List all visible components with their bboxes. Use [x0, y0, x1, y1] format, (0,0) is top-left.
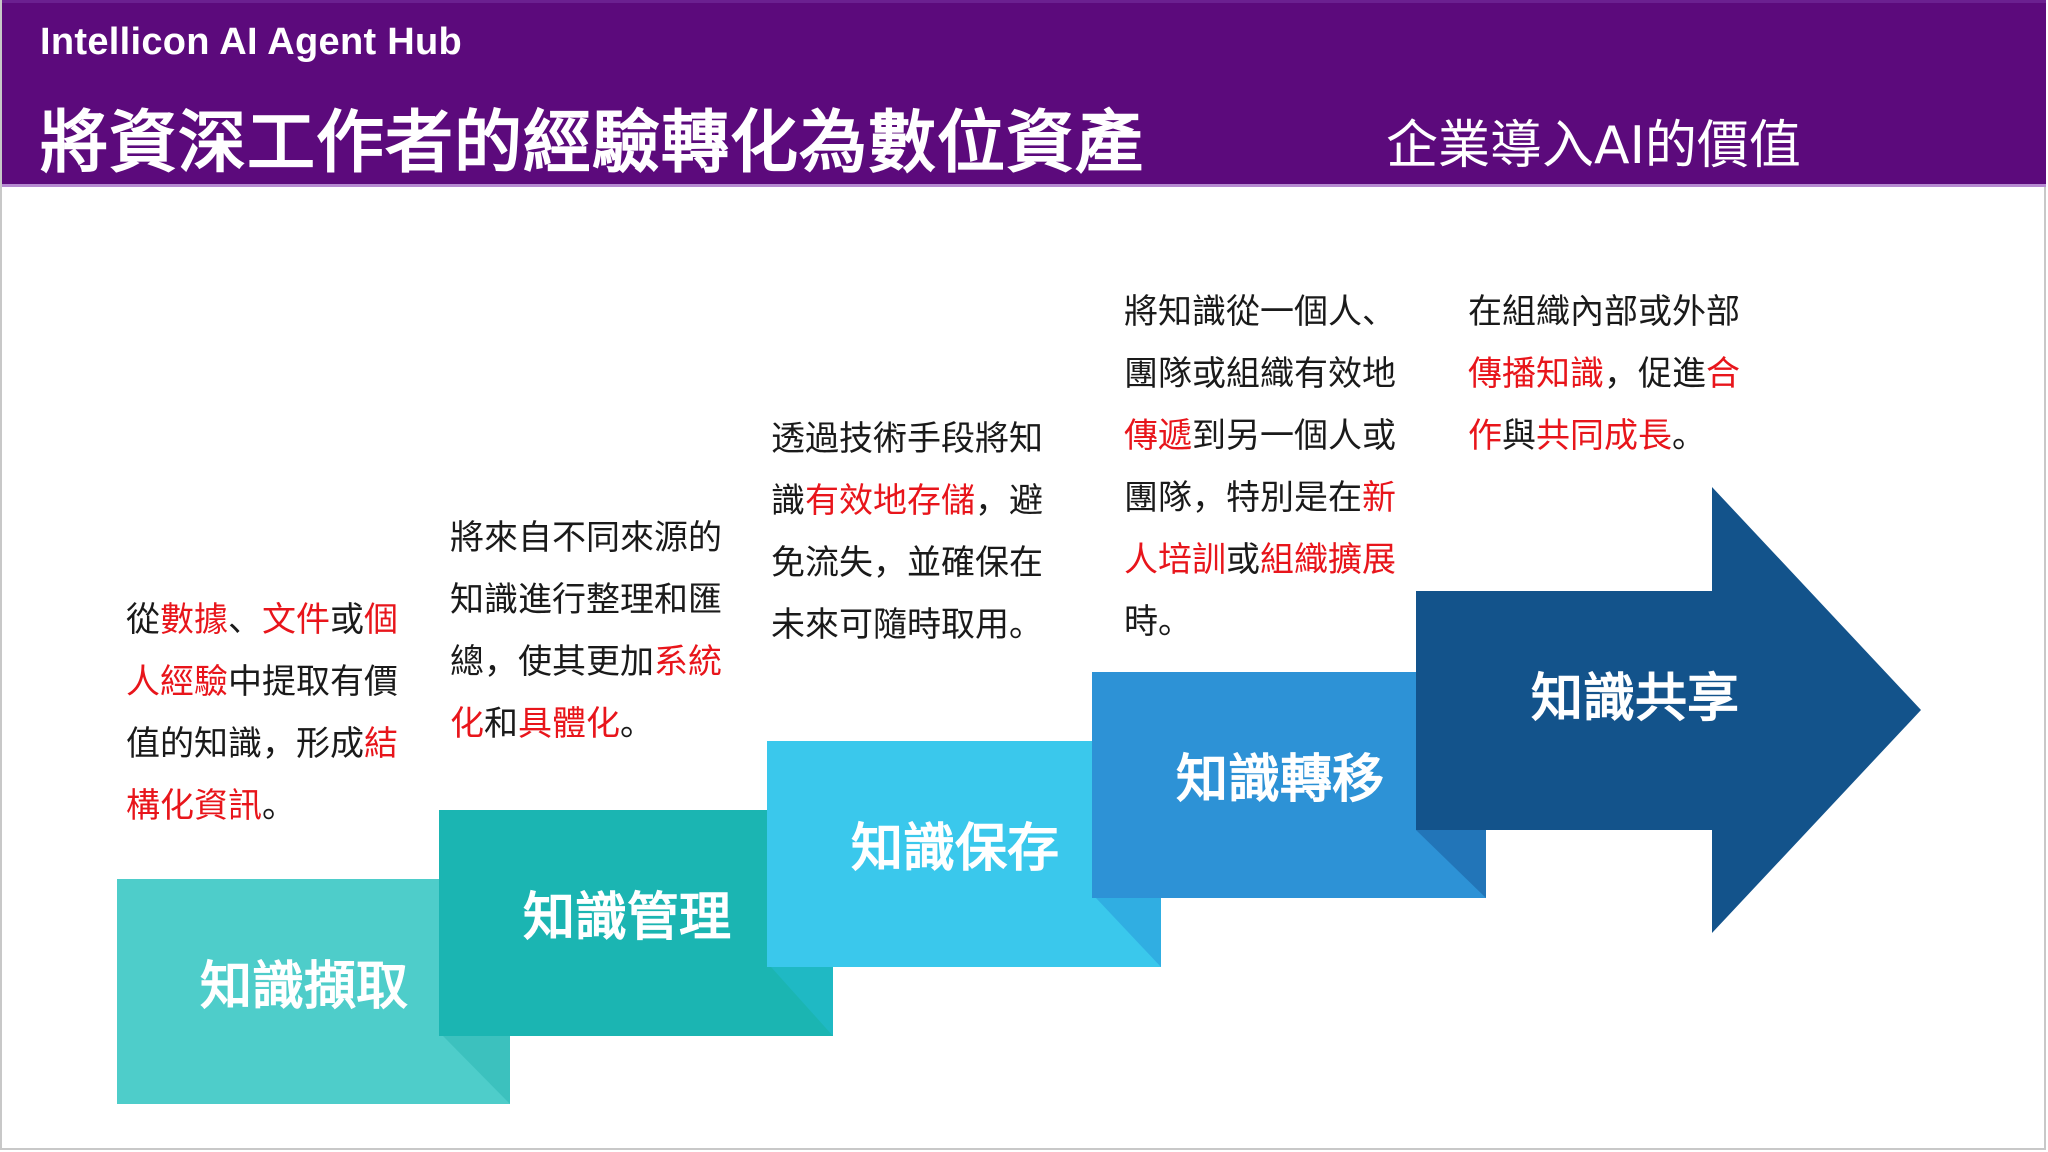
description-line: 傳播知識，促進合	[1468, 343, 1740, 405]
step-2-label: 知識管理	[523, 888, 732, 948]
text-run: 、	[228, 600, 262, 640]
text-run: 從	[126, 600, 160, 640]
description-line: 將來自不同來源的	[450, 507, 722, 569]
text-run: 。	[1672, 416, 1706, 456]
step-4-description: 將知識從一個人、團隊或組織有效地傳遞到另一個人或團隊，特別是在新人培訓或組織擴展…	[1124, 281, 1396, 653]
step-2-description: 將來自不同來源的知識進行整理和匯總，使其更加系統化和具體化。	[450, 507, 722, 755]
description-line: 團隊，特別是在新	[1124, 467, 1396, 529]
text-run: 知識進行整理和匯	[450, 580, 722, 620]
description-line: 將知識從一個人、	[1124, 281, 1396, 343]
highlighted-text: 結	[364, 724, 398, 764]
text-run: 。	[262, 786, 296, 826]
text-run: 團隊，特別是在	[1124, 478, 1362, 518]
description-line: 傳遞到另一個人或	[1124, 405, 1396, 467]
description-line: 構化資訊。	[126, 775, 398, 837]
step-3-description: 透過技術手段將知識有效地存儲，避免流失，並確保在未來可隨時取用。	[771, 408, 1043, 656]
brand-name: Intellicon AI Agent Hub	[40, 21, 463, 63]
description-line: 從數據、文件或個	[126, 589, 398, 651]
text-run: 團隊或組織有效地	[1124, 354, 1396, 394]
text-run: 和	[484, 704, 518, 744]
description-line: 時。	[1124, 591, 1396, 653]
description-line: 人培訓或組織擴展	[1124, 529, 1396, 591]
page-subtitle: 企業導入AI的價值	[1386, 116, 1801, 176]
description-line: 總，使其更加系統	[450, 631, 722, 693]
description-line: 值的知識，形成結	[126, 713, 398, 775]
text-run: ，避	[975, 481, 1043, 521]
step-5-label: 知識共享	[1531, 669, 1740, 729]
text-run: 時。	[1124, 602, 1192, 642]
highlighted-text: 數據	[160, 600, 228, 640]
step-3-label: 知識保存	[851, 819, 1060, 879]
highlighted-text: 系統	[654, 642, 722, 682]
description-line: 知識進行整理和匯	[450, 569, 722, 631]
step-1-description: 從數據、文件或個人經驗中提取有價值的知識，形成結構化資訊。	[126, 589, 398, 837]
text-run: 在組織內部或外部	[1468, 292, 1740, 332]
page-title: 將資深工作者的經驗轉化為數位資產	[40, 104, 1145, 183]
text-run: 未來可隨時取用。	[771, 605, 1043, 645]
highlighted-text: 傳遞	[1124, 416, 1192, 456]
highlighted-text: 作	[1468, 416, 1502, 456]
text-run: 。	[620, 704, 654, 744]
highlighted-text: 有效地存儲	[805, 481, 975, 521]
header-bar: Intellicon AI Agent Hub 將資深工作者的經驗轉化為數位資產…	[2, 0, 2046, 187]
text-run: 或	[1226, 540, 1260, 580]
highlighted-text: 合	[1706, 354, 1740, 394]
step-1-label: 知識擷取	[200, 957, 409, 1017]
highlighted-text: 共同成長	[1536, 416, 1672, 456]
text-run: 將來自不同來源的	[450, 518, 722, 558]
description-line: 未來可隨時取用。	[771, 594, 1043, 656]
highlighted-text: 人培訓	[1124, 540, 1226, 580]
highlighted-text: 傳播知識	[1468, 354, 1604, 394]
highlighted-text: 構化資訊	[126, 786, 262, 826]
text-run: 與	[1502, 416, 1536, 456]
highlighted-text: 化	[450, 704, 484, 744]
description-line: 人經驗中提取有價	[126, 651, 398, 713]
highlighted-text: 具體化	[518, 704, 620, 744]
text-run: 識	[771, 481, 805, 521]
step-5-description: 在組織內部或外部傳播知識，促進合作與共同成長。	[1468, 281, 1740, 467]
text-run: 或	[330, 600, 364, 640]
highlighted-text: 新	[1362, 478, 1396, 518]
text-run: 到另一個人或	[1192, 416, 1396, 456]
text-run: ，促進	[1604, 354, 1706, 394]
description-line: 透過技術手段將知	[771, 408, 1043, 470]
text-run: 值的知識，形成	[126, 724, 364, 764]
step-4-label: 知識轉移	[1176, 750, 1385, 810]
text-run: 免流失，並確保在	[771, 543, 1043, 583]
description-line: 團隊或組織有效地	[1124, 343, 1396, 405]
step-5-arrow-shape	[1416, 487, 1921, 933]
highlighted-text: 個	[364, 600, 398, 640]
text-run: 中提取有價	[228, 662, 398, 702]
text-run: 透過技術手段將知	[771, 419, 1043, 459]
description-line: 作與共同成長。	[1468, 405, 1740, 467]
description-line: 免流失，並確保在	[771, 532, 1043, 594]
text-run: 總，使其更加	[450, 642, 654, 682]
description-line: 在組織內部或外部	[1468, 281, 1740, 343]
highlighted-text: 組織擴展	[1260, 540, 1396, 580]
text-run: 將知識從一個人、	[1124, 292, 1396, 332]
description-line: 識有效地存儲，避	[771, 470, 1043, 532]
highlighted-text: 人經驗	[126, 662, 228, 702]
highlighted-text: 文件	[262, 600, 330, 640]
description-line: 化和具體化。	[450, 693, 722, 755]
